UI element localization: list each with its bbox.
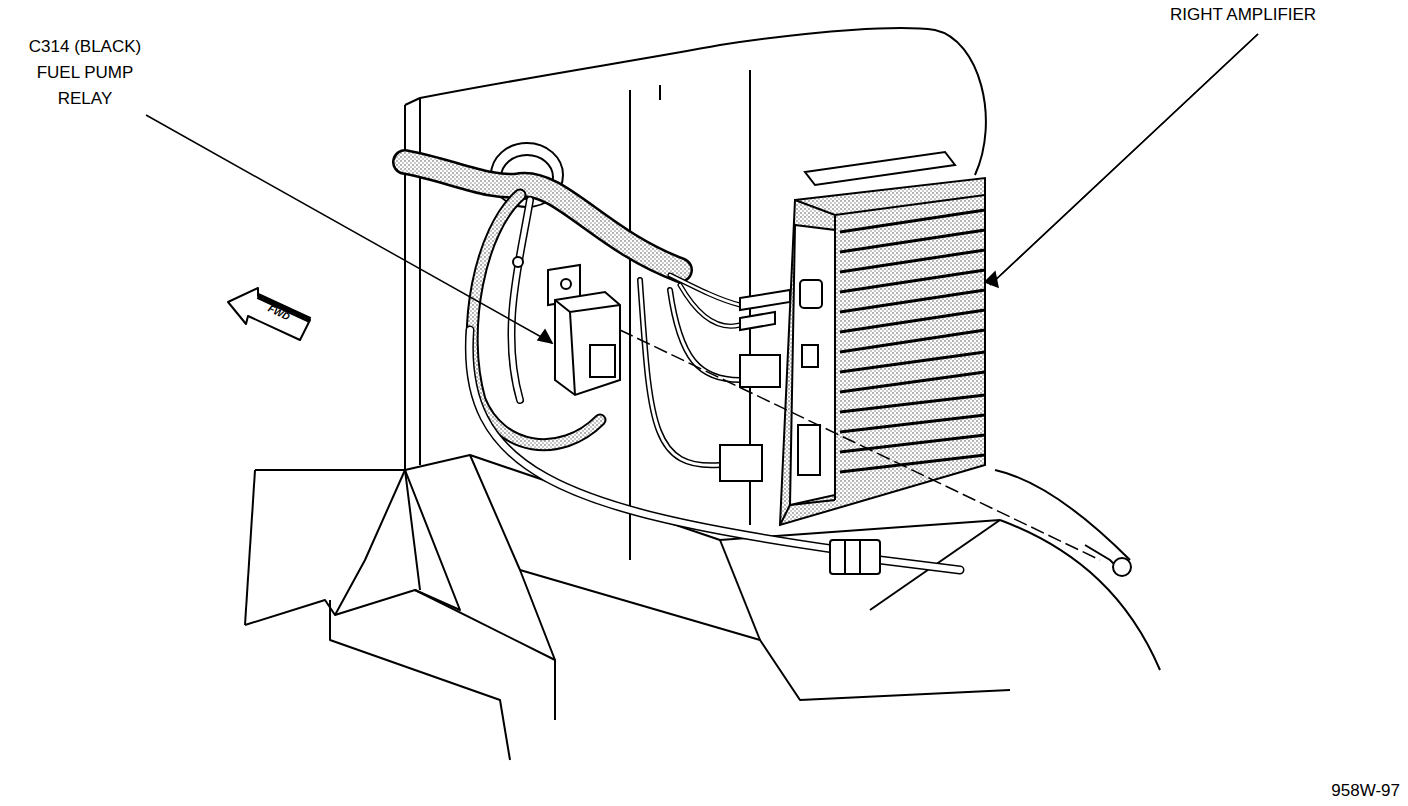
part-label: RIGHT AMPLIFIER <box>1170 2 1360 28</box>
figure-number: 958W-97 <box>1290 778 1400 804</box>
part-label: C314 (BLACK) FUEL PUMP RELAY <box>20 34 150 112</box>
